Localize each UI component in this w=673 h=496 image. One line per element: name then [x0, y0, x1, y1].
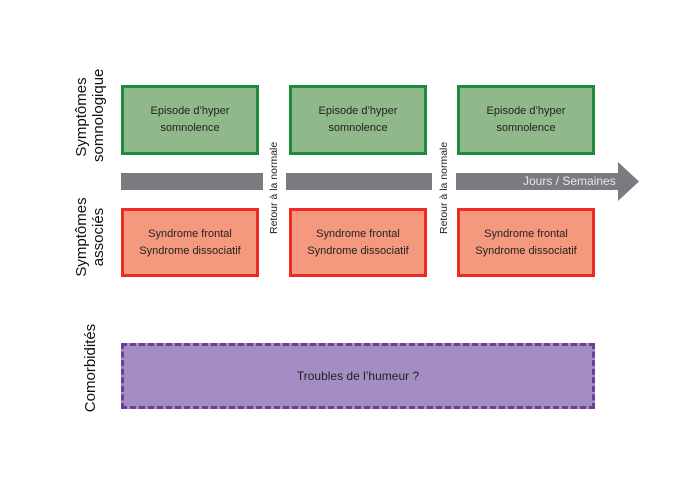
comorbidity-box: Troubles de l’humeur ?	[121, 343, 595, 409]
row-label-associated-line1: Symptômes	[73, 197, 90, 277]
timeline-segment-2	[286, 173, 432, 190]
assoc-symptoms-2-line1: Syndrome frontal	[316, 227, 400, 240]
timeline-segment-1	[121, 173, 263, 190]
somno-episode-box-2: Episode d’hyper somnolence	[289, 85, 427, 155]
somno-episode-2-line1: Episode d’hyper	[318, 105, 398, 117]
assoc-symptoms-1-line1: Syndrome frontal	[148, 227, 232, 240]
somno-episode-3-line1: Episode d’hyper	[486, 105, 566, 117]
timeline-arrowhead-icon	[618, 162, 639, 201]
somno-episode-3-line2: somnolence	[496, 122, 556, 134]
assoc-symptoms-3-line1: Syndrome frontal	[484, 227, 568, 240]
row-label-associated-line2: associés	[90, 207, 107, 267]
row-label-somnologic-line1: Symptômes	[73, 77, 90, 157]
somno-episode-box-3: Episode d’hyper somnolence	[457, 85, 595, 155]
assoc-symptoms-2-line2: Syndrome dissociatif	[307, 244, 409, 257]
return-to-normal-label-2: Retour à la normale	[438, 141, 450, 234]
timeline-segment-3	[456, 173, 620, 190]
somno-episode-1-line1: Episode d’hyper	[150, 105, 230, 117]
assoc-symptoms-3-line2: Syndrome dissociatif	[475, 244, 577, 257]
comorbidity-text: Troubles de l’humeur ?	[296, 368, 420, 383]
row-label-associated: Symptômes associés	[73, 192, 107, 282]
return-to-normal-label-1: Retour à la normale	[268, 141, 280, 234]
row-label-comorbidity: Comorbidités	[82, 318, 99, 418]
row-label-somnologic-line2: somnologique	[90, 68, 107, 162]
somno-episode-2-line2: somnolence	[328, 122, 388, 134]
row-label-comorbidity-text: Comorbidités	[82, 323, 99, 413]
timeline-label: Jours / Semaines	[523, 174, 616, 188]
somno-episode-1-line2: somnolence	[160, 122, 220, 134]
assoc-symptoms-1-line2: Syndrome dissociatif	[139, 244, 241, 257]
somno-episode-box-1: Episode d’hyper somnolence	[121, 85, 259, 155]
row-label-somnologic: Symptômes somnologique	[73, 68, 107, 162]
